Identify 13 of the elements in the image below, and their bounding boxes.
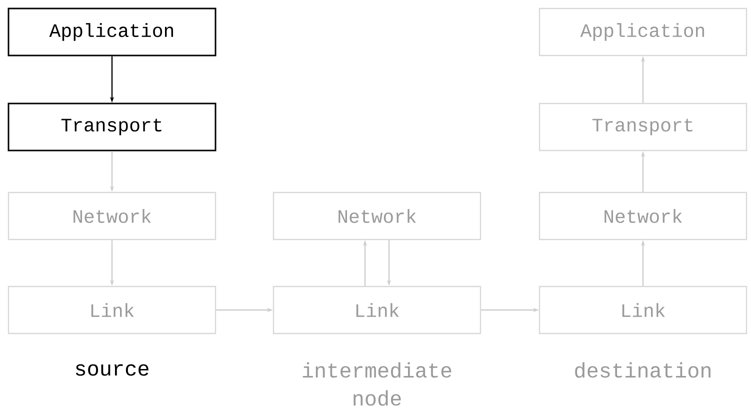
layer-box: Link [8,286,216,334]
layer-box: Network [538,192,748,240]
layer-box: Transport [8,102,216,152]
column-label: destination [575,362,710,378]
layer-box: Network [272,192,482,240]
layer-box: Link [272,286,482,334]
layer-box: Link [538,286,748,334]
column-label: intermediate node [302,362,452,406]
layer-box: Application [538,8,748,56]
column-label: source [76,364,148,376]
layer-box: Network [8,192,216,240]
layer-box: Application [8,8,216,56]
layer-box: Transport [538,102,748,152]
